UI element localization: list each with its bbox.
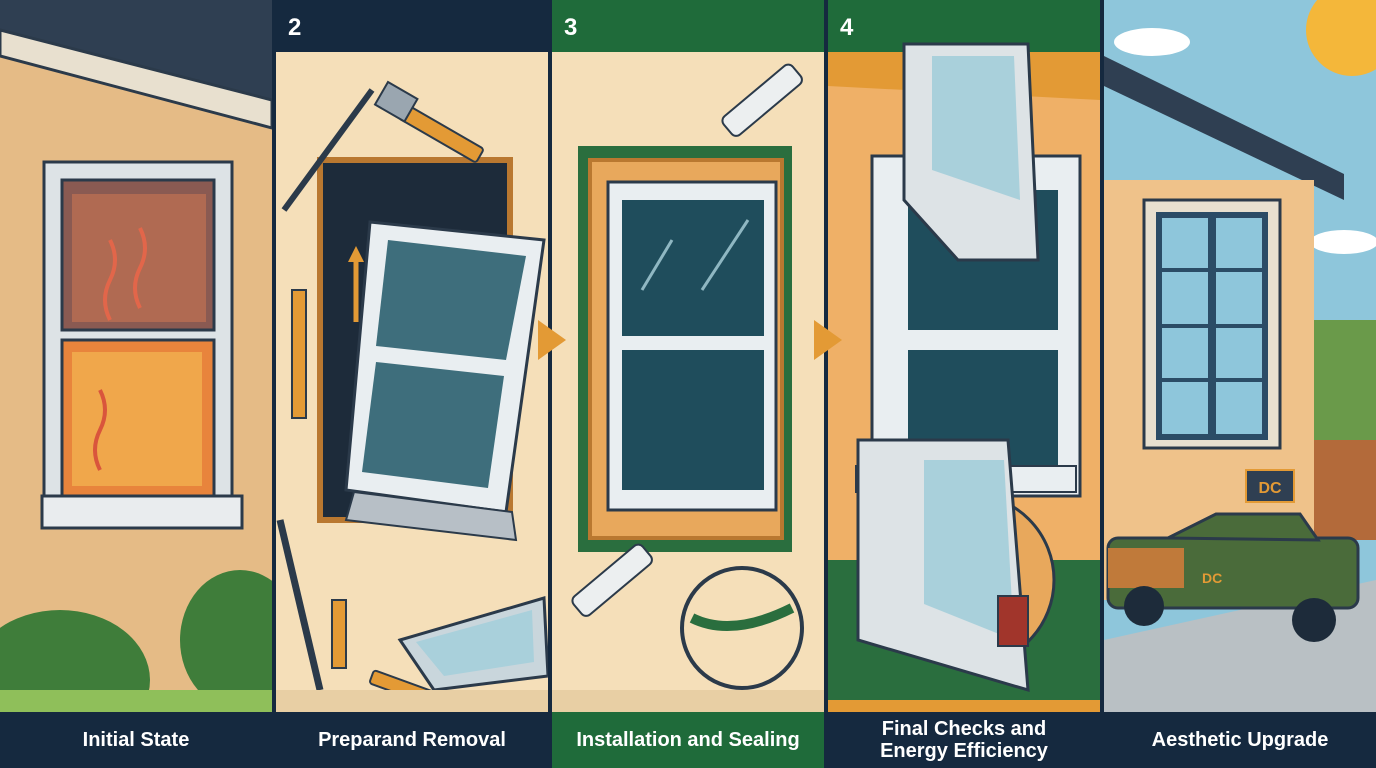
panel-divider — [272, 0, 276, 768]
step-number: 4 — [840, 14, 854, 41]
panel-aesthetic-upgrade: DC DC Aesthetic Upgrade — [1104, 0, 1376, 768]
panel-final-checks: 4 Final Checks and Energy Efficiency — [828, 0, 1100, 768]
panel-divider — [824, 0, 828, 768]
panel-installation-sealing: 3 Installation and Sealing — [552, 0, 824, 768]
panel-divider — [548, 0, 552, 768]
caption-final-checks: Final Checks and Energy Efficiency — [828, 712, 1100, 768]
final-checks-illustration — [828, 0, 1100, 768]
truck-logo: DC — [1202, 570, 1222, 586]
panel-initial-state: Initial State — [0, 0, 272, 768]
installation-illustration — [552, 0, 824, 768]
initial-state-illustration — [0, 0, 272, 768]
caption-prepare-removal: Preparand Removal — [276, 712, 548, 768]
step-arrow-icon — [538, 320, 566, 360]
step-arrow-icon — [814, 320, 842, 360]
caption-installation-sealing: Installation and Sealing — [552, 712, 824, 768]
panel-prepare-removal: 2 Preparand Removal — [276, 0, 548, 768]
caption-initial-state: Initial State — [0, 712, 272, 768]
panel-divider — [1100, 0, 1104, 768]
caption-aesthetic-upgrade: Aesthetic Upgrade — [1104, 712, 1376, 768]
step-number: 3 — [564, 14, 578, 41]
removal-illustration — [276, 0, 548, 768]
wall-logo: DC — [1258, 480, 1282, 497]
aesthetic-upgrade-illustration: DC DC — [1104, 0, 1376, 768]
step-number: 2 — [288, 14, 302, 41]
